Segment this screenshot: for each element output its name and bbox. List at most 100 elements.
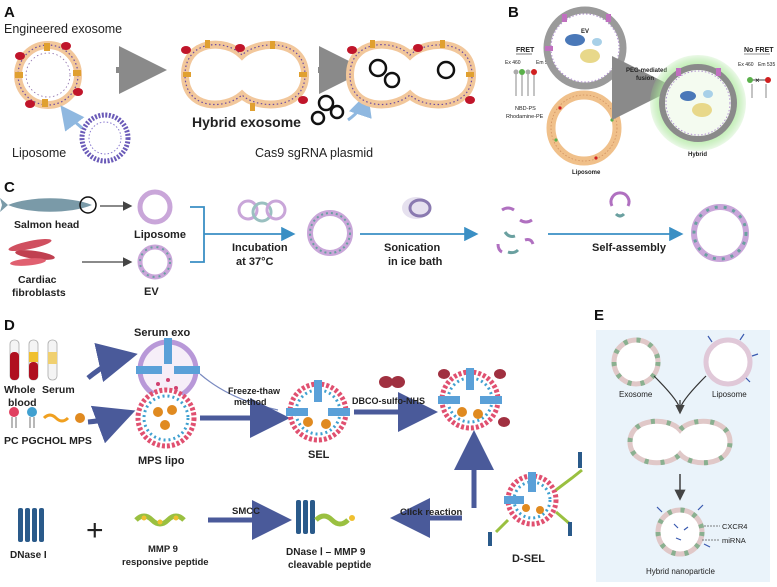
hybrid-nanoparticle-icon	[655, 504, 711, 557]
sel-dbco-icon	[438, 368, 510, 431]
fusion-label: fusion	[636, 76, 654, 82]
plasmid-label: Cas9 sgRNA plasmid	[255, 146, 373, 160]
dnase-label: DNase I	[10, 550, 47, 561]
blood-tubes-icon	[9, 339, 58, 381]
mmp9-label: MMP 9	[148, 544, 178, 555]
dbco-label: DBCO-sulfo-NHS	[352, 396, 425, 406]
panel-b: B FRET Ex 460 Em 580 NBD-PS Rhodamine-PE	[505, 4, 775, 176]
nbd-ps-label: NBD-PS	[515, 106, 536, 112]
serum-to-exo-arrow	[86, 342, 138, 383]
liposome-icon	[79, 112, 131, 164]
fret-label: FRET	[516, 47, 535, 54]
hybrid-nanoparticle-label: Hybrid nanoparticle	[646, 567, 715, 576]
hybrid-b-icon	[650, 55, 746, 151]
em-left-label: Em 580	[536, 60, 553, 66]
salmon-icon	[0, 196, 97, 214]
panel-d-letter: D	[4, 317, 15, 334]
serum-exo-label: Serum exo	[134, 327, 191, 339]
incubation-label: Incubation	[232, 242, 288, 254]
sonication-label: Sonication	[384, 242, 441, 254]
no-fret-lipid-icon: ×	[747, 76, 771, 98]
blood-label: blood	[8, 397, 37, 409]
svg-text:×: ×	[755, 76, 760, 85]
cardiac-label: Cardiac	[18, 274, 57, 286]
panel-d: D Whole blood Serum Serum exo	[4, 317, 583, 571]
hybrid-exosome-icon	[180, 40, 310, 111]
liposome-label-a: Liposome	[12, 146, 66, 160]
assembled-hybrid-icon	[691, 204, 749, 262]
mirna-label: miRNA	[722, 536, 746, 545]
ev-icon	[543, 6, 627, 90]
hybrid-exosome-label: Hybrid exosome	[192, 114, 301, 130]
ex-left-label: Ex 460	[505, 60, 521, 66]
fret-lipid-icon	[513, 69, 537, 96]
panel-e-letter: E	[594, 307, 604, 324]
dnase-mmp9-label: DNase Ⅰ – MMP 9	[286, 547, 366, 558]
fused-hybrid-e-icon	[627, 418, 733, 466]
click-reaction-label: Click reaction	[400, 507, 462, 518]
fibroblasts-label: fibroblasts	[12, 287, 66, 299]
cxcr4-label: CXCR4	[722, 522, 747, 531]
hybrid-label-b: Hybrid	[688, 152, 707, 158]
method-label: method	[234, 397, 267, 407]
liposome-label-b: Liposome	[572, 170, 601, 176]
sel-label: SEL	[308, 449, 330, 461]
mps-lipo-icon	[135, 387, 197, 449]
freeze-thaw-label: Freeze-thaw	[228, 386, 281, 396]
merge-arrow	[614, 69, 639, 107]
liposome-label-c: Liposome	[134, 229, 186, 241]
self-assembly-icon	[609, 191, 631, 218]
panel-b-letter: B	[508, 4, 519, 21]
sonication-vesicle-icon	[402, 197, 432, 219]
ev-label-c: EV	[144, 286, 159, 298]
ev-c-icon	[137, 244, 173, 280]
salmon-head-label: Salmon head	[14, 219, 79, 231]
sel-icon	[286, 380, 350, 443]
dnase-icon	[18, 508, 44, 542]
exosome-label-e: Exosome	[619, 390, 653, 399]
lipids-label: PC PGCHOL MPS	[4, 435, 92, 447]
dsel-label: D-SEL	[512, 553, 545, 565]
ice-bath-label: in ice bath	[388, 256, 443, 268]
panel-c: C Salmon head Cardiac fibroblasts Liposo…	[0, 179, 749, 299]
ev-label-b: EV	[581, 29, 589, 35]
engineered-exosome-label: Engineered exosome	[4, 22, 122, 36]
exosome-e-icon	[611, 337, 661, 387]
liposome-e-icon	[703, 333, 759, 387]
self-assembly-label: Self-assembly	[592, 242, 667, 254]
mps-lipo-label: MPS lipo	[138, 455, 185, 467]
lipid-components-icon	[9, 407, 85, 428]
cardiac-fibroblasts-icon	[8, 238, 55, 266]
serum-label: Serum	[42, 384, 75, 396]
incubation-temp-label: at 37°C	[236, 256, 273, 268]
smcc-label: SMCC	[232, 506, 260, 517]
liposome-label-e: Liposome	[712, 390, 747, 399]
serum-exo-icon	[136, 338, 200, 401]
dnase-mmp9-conjugate-icon	[296, 500, 355, 534]
cleavable-peptide-label: cleavable peptide	[288, 560, 372, 571]
fragments-icon	[496, 206, 535, 255]
panel-c-letter: C	[4, 179, 15, 196]
panel-a: A Engineered exosome Liposome	[4, 4, 477, 164]
incubation-vesicles-icon	[237, 199, 287, 223]
ex-right-label: Ex 460	[738, 62, 754, 68]
lipids-to-lipo-arrow	[87, 405, 136, 444]
dsel-icon	[488, 452, 583, 546]
responsive-peptide-label: responsive peptide	[122, 557, 209, 568]
rhodamine-pe-label: Rhodamine-PE	[506, 114, 544, 120]
liposome-b-icon	[546, 90, 622, 166]
plus-icon: +	[86, 514, 104, 547]
loaded-hybrid-exosome-icon	[345, 40, 477, 109]
panel-e: E Exosome Liposome CXCR4 miRNA Hyb	[594, 307, 770, 582]
panel-a-letter: A	[4, 4, 15, 21]
incubation-arrow	[190, 206, 292, 263]
dbco-molecule-icon	[379, 376, 405, 388]
peg-label: PEG-mediated	[626, 68, 667, 74]
mmp9-peptide-icon	[134, 513, 186, 527]
fused-vesicle-icon	[307, 210, 353, 256]
liposome-to-exosome-arrow	[60, 105, 85, 132]
engineered-exosome-icon	[14, 41, 83, 109]
plasmid-icon	[310, 94, 345, 126]
em-right-label: Em 535	[758, 62, 775, 68]
